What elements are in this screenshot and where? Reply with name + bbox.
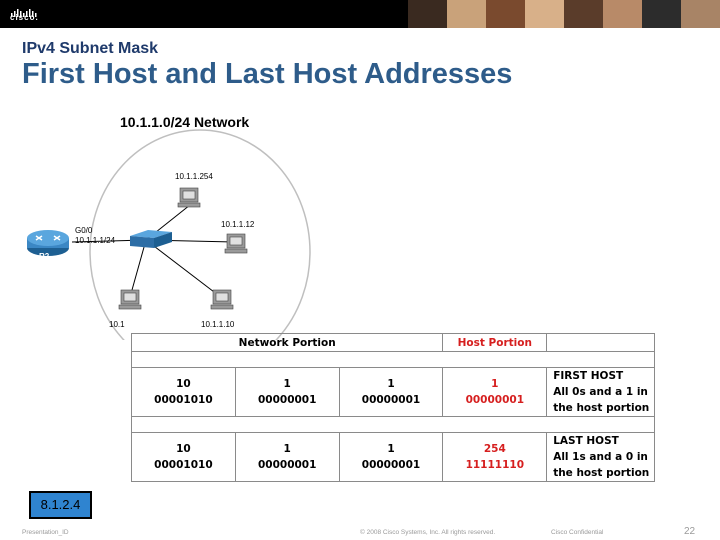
pc-right-ip: 10.1.1.12 bbox=[221, 220, 255, 229]
router-interface: G0/0 bbox=[75, 226, 93, 235]
header-blank bbox=[546, 333, 655, 352]
banner-photo-strip bbox=[408, 0, 720, 28]
pc-top-ip: 10.1.1.254 bbox=[175, 172, 213, 181]
router-icon bbox=[27, 230, 69, 256]
network-diagram bbox=[27, 129, 311, 340]
router-name: R2 bbox=[39, 252, 50, 261]
section-badge: 8.1.2.4 bbox=[29, 491, 92, 519]
pc-top-icon bbox=[177, 187, 201, 208]
switch-icon bbox=[130, 230, 172, 248]
slide-subtitle: IPv4 Subnet Mask bbox=[22, 40, 159, 57]
table-header-row: Network Portion Host Portion bbox=[130, 333, 655, 352]
footer-page-number: 22 bbox=[684, 526, 696, 537]
router-ip: 10.1.1.1/24 bbox=[75, 236, 116, 245]
host-portion-header: Host Portion bbox=[442, 333, 548, 352]
pc-bottom-right-icon bbox=[210, 289, 234, 310]
network-portion-header: Network Portion bbox=[130, 333, 444, 352]
footer-confidential: Cisco Confidential bbox=[551, 529, 604, 536]
footer-copyright: © 2008 Cisco Systems, Inc. All rights re… bbox=[360, 529, 496, 536]
pc-bottom-left-icon bbox=[118, 289, 142, 310]
network-boundary bbox=[89, 129, 311, 340]
cisco-logo-text: cisco. bbox=[10, 13, 39, 22]
footer-presentation-id: Presentation_ID bbox=[22, 529, 69, 536]
network-label: 10.1.1.0/24 Network bbox=[120, 114, 250, 130]
cisco-logo-icon bbox=[11, 9, 37, 17]
pc-right-icon bbox=[224, 233, 248, 254]
pc-bottom-right-ip: 10.1.1.10 bbox=[201, 320, 235, 329]
pc-bottom-left-ip: 10.1 bbox=[109, 320, 125, 329]
slide-title: First Host and Last Host Addresses bbox=[22, 58, 513, 90]
top-banner: cisco. bbox=[0, 0, 720, 28]
